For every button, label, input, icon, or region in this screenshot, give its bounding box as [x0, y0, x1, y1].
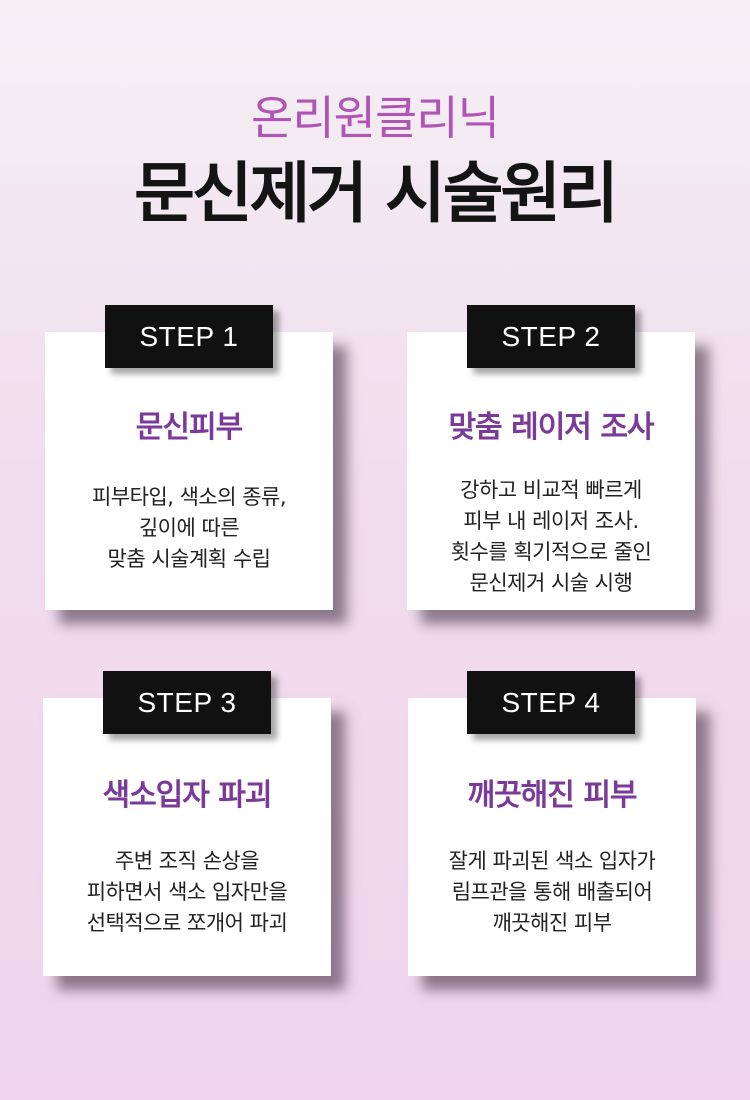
- step-description: 주변 조직 손상을 피하면서 색소 입자만을 선택적으로 쪼개어 파괴: [43, 846, 331, 939]
- description-line: 맞춤 시술계획 수립: [107, 547, 271, 571]
- clinic-name: 온리원클리닉: [251, 91, 500, 145]
- description-line: 깊이에 따른: [138, 516, 240, 540]
- step-badge-4: STEP 4: [467, 671, 635, 734]
- step-title: 깨끗해진 피부: [467, 778, 637, 813]
- step-title: 맞춤 레이저 조사: [448, 410, 654, 445]
- step-card-1: 문신피부 피부타입, 색소의 종류, 깊이에 따른 맞춤 시술계획 수립: [45, 332, 333, 610]
- step-description: 강하고 비교적 빠르게 피부 내 레이저 조사. 횟수를 획기적으로 줄인 문신…: [407, 475, 695, 599]
- description-line: 피부 내 레이저 조사.: [463, 509, 639, 533]
- description-line: 깨끗해진 피부: [492, 911, 612, 935]
- description-line: 횟수를 획기적으로 줄인: [450, 540, 652, 564]
- step-title: 문신피부: [135, 410, 243, 445]
- step-card-4: 깨끗해진 피부 잘게 파괴된 색소 입자가 림프관을 통해 배출되어 깨끗해진 …: [408, 698, 696, 976]
- description-line: 잘게 파괴된 색소 입자가: [448, 849, 656, 873]
- description-line: 피하면서 색소 입자만을: [86, 880, 288, 904]
- step-card-2: 맞춤 레이저 조사 강하고 비교적 빠르게 피부 내 레이저 조사. 횟수를 획…: [407, 332, 695, 610]
- step-badge-3: STEP 3: [103, 671, 271, 734]
- page-title: 문신제거 시술원리: [134, 155, 619, 232]
- description-line: 림프관을 통해 배출되어: [451, 880, 653, 904]
- step-card-3: 색소입자 파괴 주변 조직 손상을 피하면서 색소 입자만을 선택적으로 쪼개어…: [43, 698, 331, 976]
- description-line: 문신제거 시술 시행: [469, 571, 633, 595]
- description-line: 피부타입, 색소의 종류,: [91, 485, 287, 509]
- description-line: 선택적으로 쪼개어 파괴: [86, 911, 288, 935]
- step-description: 잘게 파괴된 색소 입자가 림프관을 통해 배출되어 깨끗해진 피부: [408, 846, 696, 939]
- step-description: 피부타입, 색소의 종류, 깊이에 따른 맞춤 시술계획 수립: [45, 482, 333, 575]
- description-line: 주변 조직 손상을: [114, 849, 260, 873]
- description-line: 강하고 비교적 빠르게: [460, 478, 642, 502]
- step-title: 색소입자 파괴: [102, 778, 272, 813]
- step-badge-1: STEP 1: [105, 305, 273, 368]
- step-badge-2: STEP 2: [467, 305, 635, 368]
